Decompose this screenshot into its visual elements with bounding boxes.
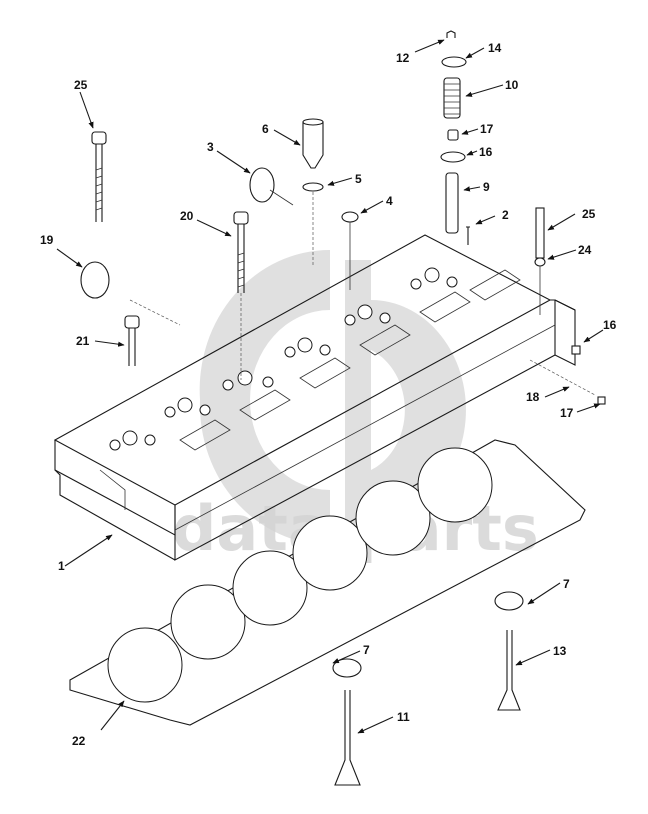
watermark-logo-shape (199, 249, 330, 545)
callout-23: 24 (578, 243, 592, 257)
callout-13: 13 (553, 644, 567, 658)
callout-leaders (56, 39, 604, 734)
callout-6: 6 (262, 122, 269, 136)
callout-15: 16 (479, 145, 493, 159)
callout-3: 3 (207, 140, 214, 154)
callout-20: 20 (180, 209, 194, 223)
callout-2: 2 (502, 208, 509, 222)
callout-22: 22 (72, 734, 86, 748)
callout-12: 12 (396, 51, 410, 65)
bolt-25 (91, 131, 107, 222)
callout-7-lower: 7 (363, 643, 370, 657)
callout-17: 18 (526, 390, 540, 404)
tube-17 (529, 359, 596, 396)
callout-21: 21 (76, 334, 90, 348)
callout-7-upper: 7 (563, 577, 570, 591)
stud-24 (535, 207, 545, 259)
head-top-features (109, 267, 521, 451)
callout-14: 14 (488, 41, 502, 55)
callout-4: 4 (386, 194, 393, 208)
callout-9: 9 (483, 180, 490, 194)
plug-16-upper (571, 345, 581, 355)
plug-19 (80, 261, 181, 326)
valve-train-stack (440, 30, 467, 234)
plug-3 (249, 167, 294, 206)
o-ring-5 (302, 182, 324, 265)
cup-plug-4 (341, 211, 359, 290)
head-gasket (69, 439, 586, 726)
callout-labels: 12 14 10 17 16 9 2 25 24 16 18 17 25 6 3… (40, 41, 617, 748)
bolt-21 (124, 315, 140, 366)
callout-10: 10 (505, 78, 519, 92)
callout-1: 1 (58, 559, 65, 573)
callout-16-lower: 17 (560, 406, 574, 420)
callout-25: 25 (74, 78, 88, 92)
callout-5: 5 (355, 172, 362, 186)
bolt-20 (233, 211, 249, 380)
cylinder-head (53, 234, 576, 561)
seat-insert-7-upper (494, 591, 524, 611)
washer-23 (534, 257, 546, 315)
plug-16-lower (597, 396, 606, 405)
callout-16-upper: 16 (603, 318, 617, 332)
seat-insert-7-lower (332, 658, 362, 678)
injector-sleeve-6 (302, 118, 324, 169)
watermark: data-parts (172, 249, 539, 565)
screw-2 (466, 226, 470, 245)
callout-11: 11 (397, 710, 410, 724)
callout-18: 17 (480, 122, 494, 136)
exhaust-valve-13 (497, 630, 521, 711)
intake-valve-11 (334, 690, 361, 786)
callout-19: 19 (40, 233, 54, 247)
callout-24: 25 (582, 207, 596, 221)
